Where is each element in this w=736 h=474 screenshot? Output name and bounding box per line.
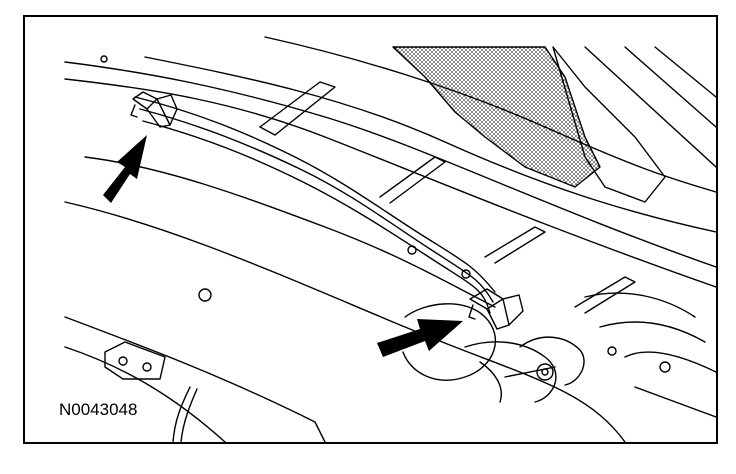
arrow-upper-left (103, 135, 147, 203)
bracket-lower-left (104, 341, 166, 380)
line-bundle-tube-1 (134, 96, 496, 293)
clip-lower-center (468, 288, 524, 330)
underbody-line-drawing (64, 36, 716, 442)
line-bundle-tube-2 (139, 108, 494, 303)
clip-upper-left (130, 91, 178, 128)
reference-code: N0043048 (59, 400, 138, 419)
diagram-frame: N0043048 (23, 15, 718, 444)
line-bundle-tube-3 (142, 120, 491, 314)
arrow-lower-center (377, 319, 463, 357)
